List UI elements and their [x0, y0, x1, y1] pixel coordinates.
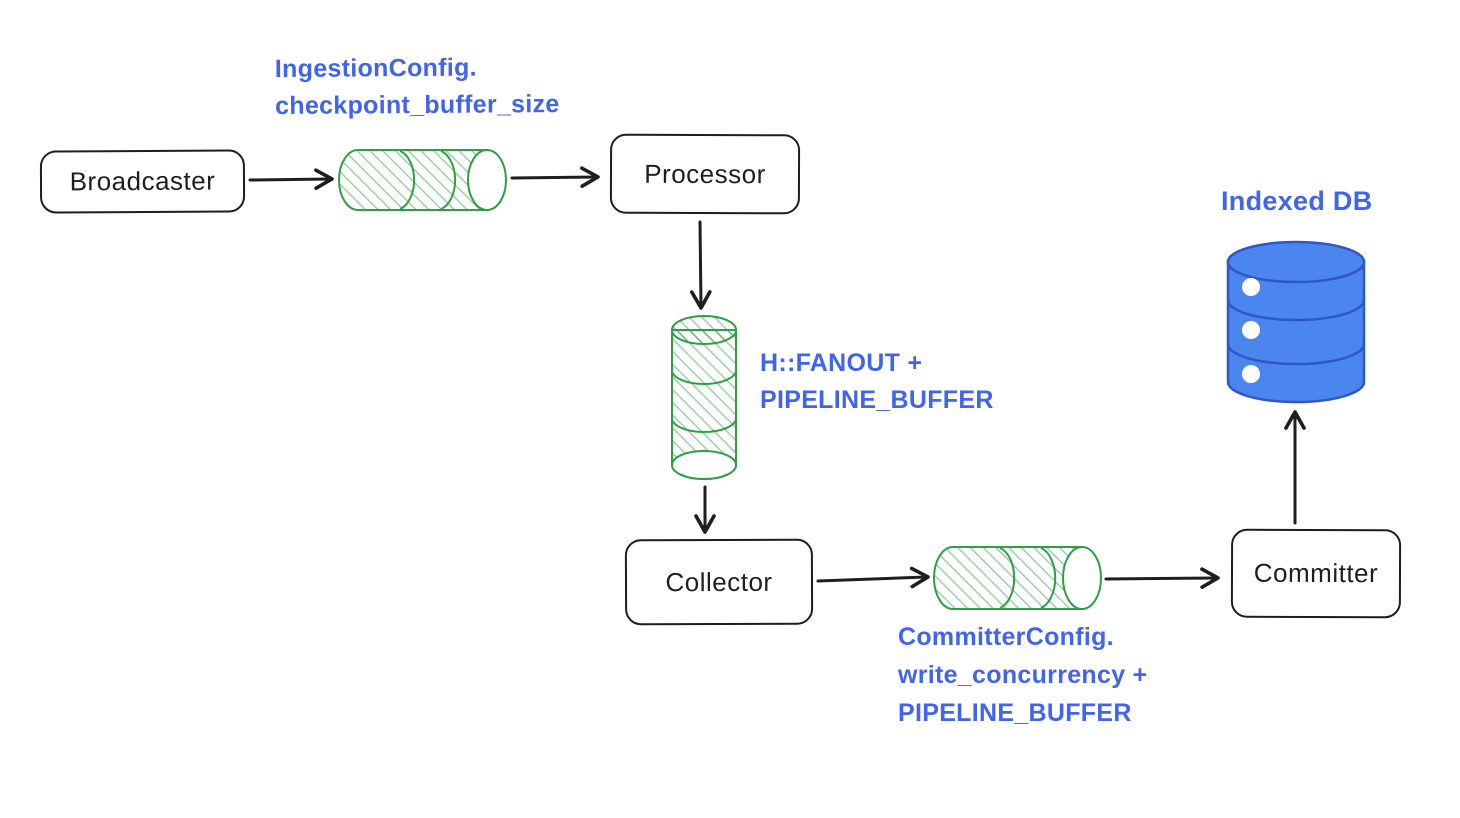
indexed-db-label: Indexed DB: [1221, 186, 1373, 216]
committer-config-annotation-line1: CommitterConfig.: [898, 623, 1114, 651]
processor-node: Processor: [609, 133, 801, 215]
collector-node: Collector: [624, 538, 814, 626]
arrow-broadcaster-to-buffer: [248, 168, 334, 190]
broadcaster-node-label: Broadcaster: [69, 165, 216, 197]
fanout-annotation-line2: PIPELINE_BUFFER: [760, 386, 994, 414]
committer-config-annotation-line2: write_concurrency +: [898, 661, 1148, 689]
committer-buffer-cylinder-icon: [933, 546, 1102, 610]
arrow-collector-to-buffer: [816, 566, 930, 589]
pipeline-buffer-cylinder-icon: [671, 315, 737, 480]
collector-node-label: Collector: [665, 566, 773, 597]
ingestion-buffer-cylinder-icon: [338, 149, 507, 211]
ingestion-config-annotation-line2: checkpoint_buffer_size: [275, 90, 560, 120]
arrow-buffer-to-committer: [1104, 567, 1220, 589]
arrow-buffer-to-processor: [510, 166, 600, 188]
indexed-db-cylinder-icon: [1226, 240, 1366, 404]
ingestion-config-annotation-line1: IngestionConfig.: [274, 53, 477, 83]
ingestion-config-annotation: IngestionConfig. checkpoint_buffer_size: [275, 49, 560, 125]
processor-node-label: Processor: [644, 158, 766, 189]
committer-config-annotation-line3: PIPELINE_BUFFER: [898, 699, 1132, 727]
fanout-annotation-line1: H::FANOUT +: [760, 349, 923, 377]
committer-node: Committer: [1230, 528, 1402, 619]
broadcaster-node: Broadcaster: [39, 149, 246, 214]
committer-config-annotation: CommitterConfig. write_concurrency + PIP…: [898, 618, 1148, 732]
arrow-processor-to-pipeline-buffer: [690, 220, 712, 310]
fanout-annotation: H::FANOUT + PIPELINE_BUFFER: [760, 345, 994, 419]
committer-node-label: Committer: [1253, 557, 1379, 589]
